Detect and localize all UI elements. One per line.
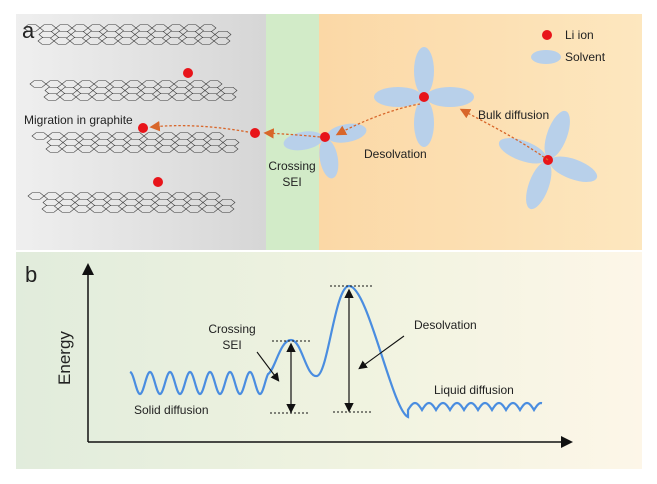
panel-b-label: b [25, 262, 37, 287]
li-ion [320, 132, 330, 142]
solvent-molecule [549, 156, 598, 182]
path-migration-graphite [149, 121, 249, 133]
solvent-molecule [544, 110, 570, 159]
solvent-molecule [414, 47, 434, 95]
label-migration-in-graphite: Migration in graphite [24, 113, 133, 127]
solvent-molecule [414, 99, 434, 147]
solvent-molecule [374, 87, 422, 107]
solvent-molecule [319, 138, 339, 179]
path-bulk-diffusion [459, 108, 549, 161]
solvated-li-ion [498, 110, 598, 210]
energy-profile-curve [129, 284, 543, 419]
li-ion-graphite-2 [153, 177, 163, 187]
y-axis-label: Energy [55, 331, 74, 385]
li-ion [419, 92, 429, 102]
label-crossing-sei-b-line2: SEI [222, 338, 241, 352]
solvent-molecule [526, 161, 552, 210]
label-crossing-sei-line2: SEI [282, 175, 301, 189]
legend-li-ion-marker [542, 30, 552, 40]
label-crossing-sei-line1: Crossing [268, 159, 315, 173]
panel-a: a Migration in graphite Crossing SEI Des… [16, 14, 642, 250]
graphite-layers [23, 24, 240, 213]
label-desolvation-a: Desolvation [364, 147, 427, 161]
graphite-sheet [23, 24, 232, 45]
solvated-li-ion [374, 47, 474, 147]
li-ion-sei [250, 128, 260, 138]
panel-b: b Energy Crossing SEI Desolvation Liquid… [16, 252, 642, 469]
panel-b-background [16, 252, 642, 469]
legend: Li ion Solvent [531, 28, 606, 64]
path-crossing-sei [263, 128, 321, 139]
label-desolvation-b: Desolvation [414, 318, 477, 332]
graphite-sheet [29, 80, 238, 101]
electrolyte-region [319, 14, 642, 250]
li-ion-migrating [138, 123, 148, 133]
legend-solvent-label: Solvent [565, 50, 606, 64]
desolvation-pointer [358, 335, 405, 370]
li-ion-graphite-1 [183, 68, 193, 78]
legend-solvent-marker [531, 50, 561, 64]
label-solid-diffusion: Solid diffusion [134, 403, 209, 417]
panel-a-label: a [22, 18, 35, 43]
solvent-molecule [498, 138, 547, 164]
label-crossing-sei-b-line1: Crossing [208, 322, 255, 336]
solvent-molecule [426, 87, 474, 107]
solvated-ions [283, 47, 598, 210]
crossing-sei-pointer [256, 351, 280, 382]
label-liquid-diffusion: Liquid diffusion [434, 383, 514, 397]
legend-li-ion-label: Li ion [565, 28, 594, 42]
graphite-sheet [27, 192, 236, 213]
label-bulk-diffusion: Bulk diffusion [478, 108, 549, 122]
graphite-sheet [31, 132, 240, 153]
